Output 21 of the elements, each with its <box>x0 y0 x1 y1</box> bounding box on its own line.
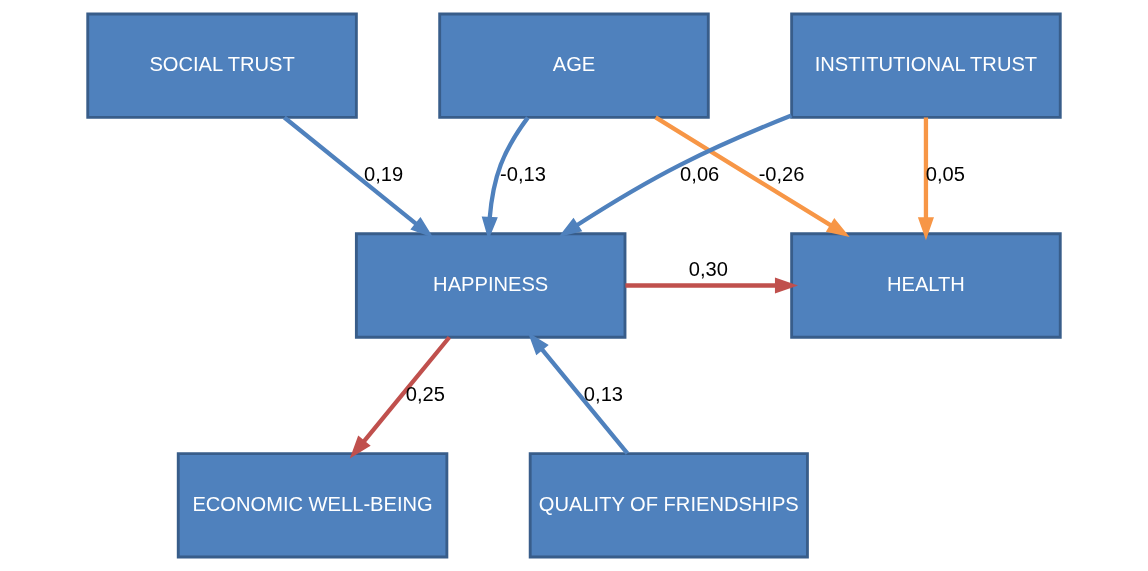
edge-label: 0,06 <box>680 162 720 185</box>
node-box: ECONOMIC WELL-BEING <box>176 452 449 559</box>
node-box: SOCIAL TRUST <box>86 12 358 119</box>
edge-label: -0,13 <box>500 162 546 185</box>
edge-label: -0,26 <box>758 162 805 185</box>
node-box: HAPPINESS <box>354 232 627 339</box>
arrow <box>625 277 798 294</box>
node-box: INSTITUTIONAL TRUST <box>790 12 1062 119</box>
arrow <box>349 335 452 459</box>
arrow <box>283 115 434 238</box>
node-box: QUALITY OF FRIENDSHIPS <box>528 452 809 559</box>
arrow <box>654 115 850 238</box>
edge-label: 0,25 <box>405 382 445 405</box>
arrow <box>917 117 934 241</box>
arrow <box>527 332 630 455</box>
arrow <box>558 113 793 238</box>
edge-label: 0,30 <box>688 257 728 280</box>
edge-label: 0,19 <box>364 162 404 185</box>
edge-label: 0,13 <box>583 382 624 405</box>
node-box: AGE <box>438 12 710 119</box>
node-box: HEALTH <box>790 232 1062 339</box>
